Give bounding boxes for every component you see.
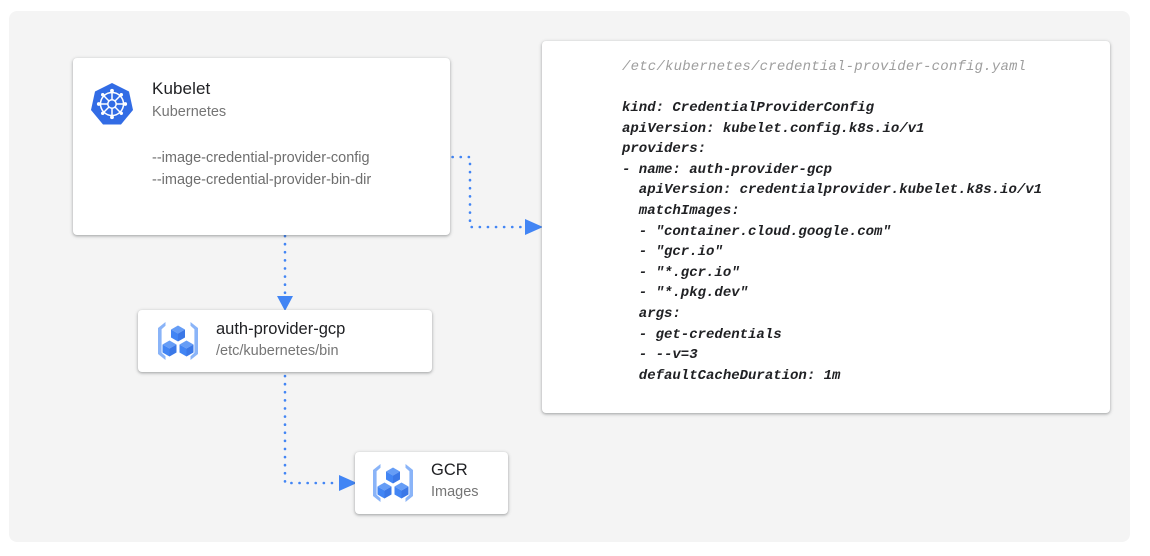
gcr-title: GCR [431, 461, 468, 479]
auth-provider-title: auth-provider-gcp [216, 320, 346, 338]
yaml-line: matchImages: [622, 202, 740, 219]
credential-provider-config-panel[interactable]: /etc/kubernetes/credential-provider-conf… [542, 41, 1110, 413]
cube-top [171, 325, 185, 342]
kubelet-flag-config: --image-credential-provider-config [152, 150, 370, 166]
yaml-line: - "container.cloud.google.com" [622, 223, 891, 240]
cube-top [386, 467, 400, 484]
yaml-line: args: [622, 305, 681, 322]
yaml-line: - "gcr.io" [622, 244, 723, 261]
yaml-line: kind: CredentialProviderConfig [622, 100, 875, 116]
yaml-line: apiVersion: kubelet.config.k8s.io/v1 [622, 120, 925, 137]
cube-bottom-right [179, 340, 194, 357]
gcr-node-card[interactable]: GCR Images [355, 452, 508, 514]
gcp-container-icon [373, 464, 413, 502]
kubelet-subtitle: Kubernetes [152, 104, 227, 120]
kubelet-title: Kubelet [152, 79, 211, 98]
gcr-subtitle: Images [431, 484, 479, 500]
yaml-line: - get-credentials [622, 326, 782, 343]
gcp-container-icon [158, 322, 198, 360]
yaml-line: apiVersion: credentialprovider.kubelet.k… [622, 182, 1043, 199]
cube-bottom-left [162, 340, 177, 357]
yaml-line: - "*.gcr.io" [622, 264, 740, 281]
cube-bottom-right [394, 482, 409, 499]
kubelet-node-card[interactable]: Kubelet Kubernetes --image-credential-pr… [73, 58, 450, 235]
cube-bottom-left [377, 482, 392, 499]
kubelet-flag-bin-dir: --image-credential-provider-bin-dir [152, 172, 372, 188]
auth-provider-subtitle: /etc/kubernetes/bin [216, 343, 339, 359]
yaml-line: - "*.pkg.dev" [622, 285, 749, 302]
kubernetes-helm-icon [91, 83, 133, 125]
auth-provider-gcp-node-card[interactable]: auth-provider-gcp /etc/kubernetes/bin [138, 310, 432, 372]
yaml-line: - name: auth-provider-gcp [622, 161, 833, 178]
yaml-content: kind: CredentialProviderConfig apiVersion… [622, 98, 1042, 386]
yaml-line: defaultCacheDuration: 1m [622, 367, 841, 384]
yaml-line: providers: [622, 141, 707, 158]
yaml-line: - --v=3 [622, 347, 698, 364]
yaml-file-path: /etc/kubernetes/credential-provider-conf… [622, 59, 1027, 75]
